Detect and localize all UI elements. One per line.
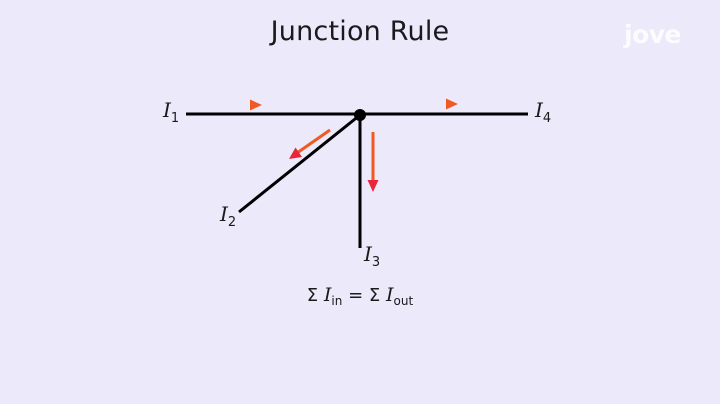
label-i2: I2 xyxy=(220,202,237,230)
label-i1: I1 xyxy=(163,98,180,126)
formula-current-in: I xyxy=(323,284,332,306)
arrow-i2-out xyxy=(289,128,331,159)
jove-logo: jove xyxy=(624,20,682,49)
wire-i2 xyxy=(238,113,361,214)
formula-sub-in: in xyxy=(331,294,343,308)
arrow-i1-in xyxy=(186,99,262,111)
label-i3: I3 xyxy=(364,242,381,270)
sigma-left: Σ xyxy=(306,285,319,306)
junction-formula: Σ Iin = Σ Iout xyxy=(0,284,720,308)
formula-equals: = xyxy=(348,285,364,306)
label-i4: I4 xyxy=(535,98,552,126)
junction-node xyxy=(354,109,366,121)
slide-title: Junction Rule xyxy=(270,16,450,47)
formula-sub-out: out xyxy=(393,294,414,308)
sigma-right: Σ xyxy=(368,285,381,306)
formula-current-out: I xyxy=(386,284,394,306)
arrow-i4-out xyxy=(380,98,458,110)
arrow-i3-out xyxy=(367,132,379,192)
